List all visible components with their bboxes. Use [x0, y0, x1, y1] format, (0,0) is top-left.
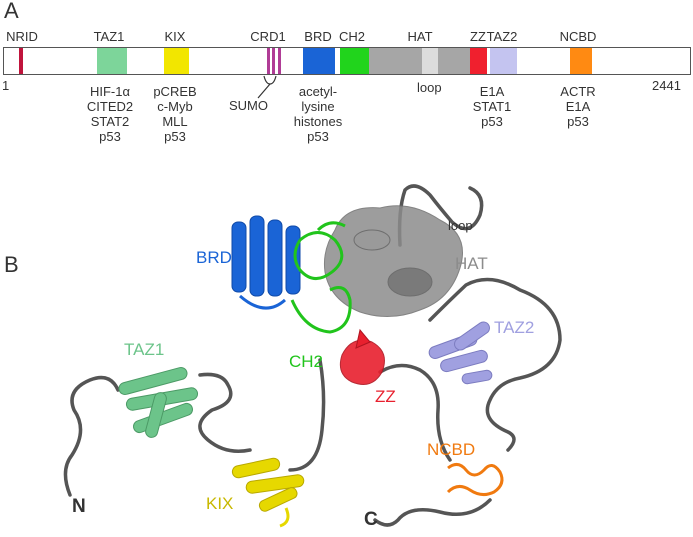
ligand-p53: p53 — [481, 114, 503, 129]
brd-ligands: acetyl- lysine histones p53 — [294, 84, 342, 144]
sumo-label: SUMO — [229, 98, 268, 113]
hat-segment-1 — [369, 48, 422, 74]
brd-label: BRD — [304, 29, 332, 44]
ncbd-structure-label: NCBD — [427, 440, 476, 459]
crd1-segment-2 — [272, 48, 275, 74]
zz-structure-label: ZZ — [375, 387, 396, 406]
ligand-actr: ACTR — [560, 84, 596, 99]
ligand-stat1: STAT1 — [472, 99, 512, 114]
ligand-stat2: STAT2 — [90, 114, 130, 129]
crd1-segment-1 — [267, 48, 270, 74]
zz-domain — [339, 328, 385, 385]
nrid-segment — [19, 48, 23, 74]
ncbd-ligands: ACTR E1A p53 — [560, 84, 595, 129]
hat-label: HAT — [407, 29, 433, 44]
n-terminus-label: N — [72, 496, 86, 517]
panel-b-letter: B — [4, 252, 19, 277]
kix-segment — [164, 48, 189, 74]
ligand-p53: p53 — [99, 129, 121, 144]
taz1-structure-label: TAZ1 — [124, 340, 165, 359]
zz-label: ZZ — [470, 29, 486, 44]
nrid-label: NRID — [6, 29, 38, 44]
ligand-mll: MLL — [162, 114, 188, 129]
taz2-ligands: E1A STAT1 p53 — [473, 84, 512, 129]
loop-segment-label: loop — [417, 80, 442, 95]
hat-structure-label: HAT — [455, 254, 488, 273]
hat-loop — [397, 184, 484, 247]
ligand-p53: p53 — [307, 129, 329, 144]
n-term-linker — [63, 375, 120, 497]
ligand-cmyb: c-Myb — [157, 99, 193, 114]
domain-bar — [3, 47, 691, 75]
kix-domain — [231, 457, 305, 528]
ncbd-segment — [570, 48, 592, 74]
taz2-segment — [490, 48, 517, 74]
ligand-acetyl: acetyl- — [298, 84, 338, 99]
zz-segment — [470, 48, 487, 74]
taz2-domain — [428, 321, 493, 385]
taz1-label: TAZ1 — [93, 29, 125, 44]
taz2-label: TAZ2 — [486, 29, 518, 44]
loop-segment — [422, 48, 438, 74]
linker-chains — [63, 184, 562, 527]
c-terminus-label: C — [364, 509, 378, 530]
taz1-segment — [97, 48, 127, 74]
taz1-kix-linker — [198, 372, 252, 453]
hat-taz2-linker — [428, 277, 562, 452]
ligand-e1a: E1A — [479, 84, 505, 99]
sumo-bracket — [257, 75, 277, 99]
zz-ncbd-linker — [378, 363, 452, 462]
ligand-p53: p53 — [567, 114, 589, 129]
loop-structure-label: loop — [448, 218, 473, 233]
ncbd-domain — [446, 463, 504, 497]
ligand-pcreb: pCREB — [153, 84, 197, 99]
ligand-cited2: CITED2 — [86, 99, 134, 114]
taz1-ligands: HIF-1α CITED2 STAT2 p53 — [87, 84, 133, 144]
ch2-structure-label: CH2 — [289, 352, 324, 371]
ch2-segment — [340, 48, 369, 74]
kix-ligands: pCREB c-Myb MLL p53 — [153, 84, 196, 144]
crd1-label: CRD1 — [250, 29, 286, 44]
ligand-e1a: E1A — [565, 99, 591, 114]
ncbd-label: NCBD — [559, 29, 597, 44]
taz1-domain — [118, 366, 199, 438]
ch2-domain — [290, 221, 352, 334]
end-residue: 2441 — [652, 78, 681, 93]
kix-structure-label: KIX — [206, 494, 234, 513]
kix-ch2-linker — [288, 358, 326, 472]
brd-structure-label: BRD — [196, 248, 232, 267]
kix-label: KIX — [164, 29, 186, 44]
ligand-p53: p53 — [164, 129, 186, 144]
crd1-segment-3 — [278, 48, 281, 74]
panel-a-letter: A — [4, 0, 19, 23]
start-residue: 1 — [2, 78, 10, 93]
ch2-label: CH2 — [338, 29, 366, 44]
c-term-linker — [373, 498, 492, 527]
hat-domain — [324, 205, 463, 317]
hat-segment-2 — [438, 48, 470, 74]
brd-domain — [231, 215, 301, 310]
ligand-histones: histones — [293, 114, 343, 129]
ligand-hif1a: HIF-1α — [89, 84, 131, 99]
brd-segment — [303, 48, 335, 74]
taz2-structure-label: TAZ2 — [494, 318, 535, 337]
ligand-lysine: lysine — [301, 99, 335, 114]
